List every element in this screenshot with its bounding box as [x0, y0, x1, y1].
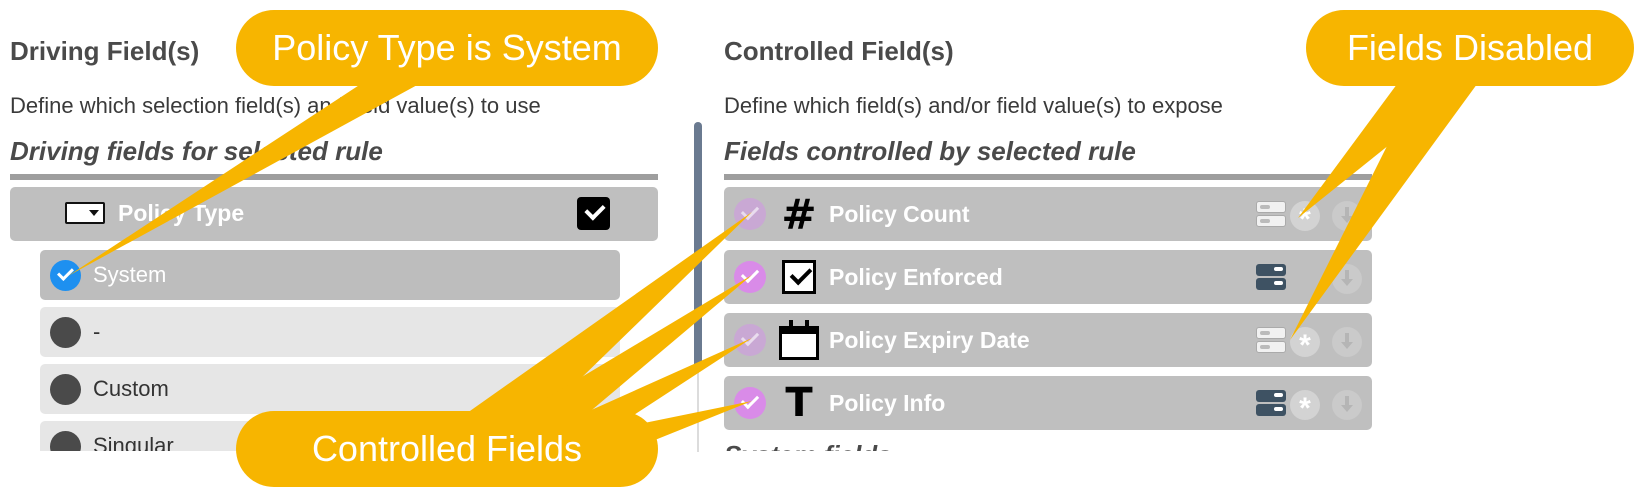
driving-field-label: Policy Type	[118, 200, 245, 226]
hash-icon: #	[781, 189, 817, 239]
asterisk-icon[interactable]: *	[1290, 327, 1320, 362]
calendar-icon	[777, 318, 821, 362]
controlled-fields-subtitle: Fields controlled by selected rule	[724, 136, 1136, 166]
download-icon[interactable]	[1332, 390, 1362, 420]
text-icon: T	[785, 380, 813, 426]
value-row-system[interactable]: System	[40, 250, 620, 300]
field-label: Policy Expiry Date	[829, 327, 1030, 353]
field-row-policy-enforced[interactable]: Policy Enforced	[724, 250, 1372, 304]
value-row-dash[interactable]: -	[40, 307, 620, 357]
section-divider	[724, 174, 1372, 180]
unselected-dot-icon[interactable]	[50, 431, 81, 451]
controlled-fields-description: Define which field(s) and/or field value…	[724, 93, 1223, 118]
field-label: Policy Enforced	[829, 264, 1003, 290]
pane-scrollbar[interactable]	[694, 122, 702, 372]
visibility-toggle-icon[interactable]	[1256, 199, 1288, 229]
callout-policy-type: Policy Type is System	[236, 10, 658, 86]
asterisk-icon[interactable]: *	[1290, 390, 1320, 425]
selected-check-icon[interactable]	[50, 260, 81, 291]
value-label: Singular	[93, 433, 174, 451]
controlled-check-icon[interactable]	[734, 387, 766, 419]
driving-fields-subtitle: Driving fields for selected rule	[10, 136, 383, 166]
driving-fields-title: Driving Field(s)	[10, 36, 200, 66]
download-icon[interactable]	[1332, 201, 1362, 231]
pane-divider	[697, 372, 699, 452]
download-icon[interactable]	[1332, 264, 1362, 294]
unselected-dot-icon[interactable]	[50, 317, 81, 348]
system-fields-heading: System fields	[724, 440, 892, 451]
unselected-dot-icon[interactable]	[50, 374, 81, 405]
checkbox-icon	[777, 255, 821, 299]
driving-fields-description: Define which selection field(s) and fiel…	[10, 93, 541, 118]
field-label: Policy Count	[829, 201, 970, 227]
value-label: -	[93, 319, 101, 344]
field-row-policy-info[interactable]: T Policy Info *	[724, 376, 1372, 430]
download-icon[interactable]	[1332, 327, 1362, 357]
section-divider	[10, 174, 658, 180]
callout-controlled-fields: Controlled Fields	[236, 411, 658, 487]
select-dropdown-icon	[65, 202, 105, 224]
asterisk-icon[interactable]: *	[1290, 201, 1320, 236]
controlled-check-icon[interactable]	[734, 261, 766, 293]
driving-field-checkbox[interactable]	[577, 197, 610, 230]
visibility-toggle-icon[interactable]	[1256, 325, 1288, 355]
controlled-check-icon[interactable]	[734, 324, 766, 356]
driving-field-policy-type[interactable]: Policy Type	[10, 187, 658, 241]
visibility-toggle-icon[interactable]	[1256, 388, 1288, 418]
value-label: System	[93, 262, 167, 287]
visibility-toggle-icon[interactable]	[1256, 262, 1288, 292]
value-row-custom[interactable]: Custom	[40, 364, 620, 414]
callout-fields-disabled: Fields Disabled	[1306, 10, 1634, 86]
field-row-policy-count[interactable]: # Policy Count *	[724, 187, 1372, 241]
field-label: Policy Info	[829, 390, 946, 416]
controlled-fields-panel: Controlled Field(s) Define which field(s…	[724, 0, 1374, 451]
field-row-policy-expiry-date[interactable]: Policy Expiry Date *	[724, 313, 1372, 367]
value-label: Custom	[93, 376, 169, 401]
controlled-check-icon[interactable]	[734, 198, 766, 230]
controlled-fields-title: Controlled Field(s)	[724, 36, 954, 66]
